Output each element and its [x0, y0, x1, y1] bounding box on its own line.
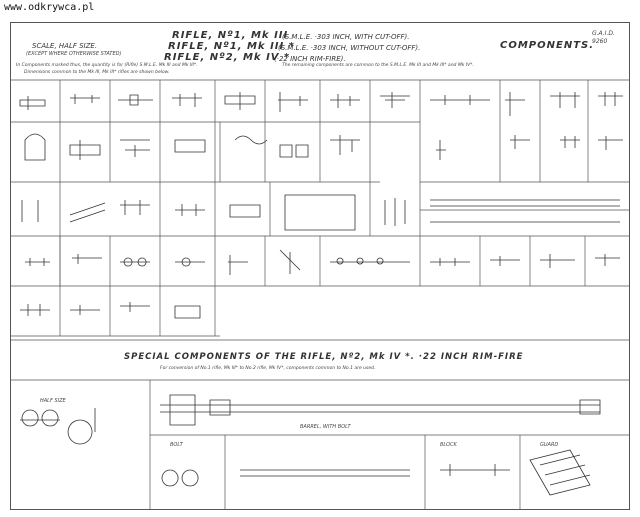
title-line-1: RIFLE, Nº1, Mk III	[172, 30, 289, 41]
spec-line-1: (S.M.L.E. ·303 INCH, WITH CUT-OFF).	[282, 33, 410, 41]
components-label: COMPONENTS.	[500, 40, 595, 51]
title-line-2: RIFLE, Nº1, Mk III *	[168, 41, 295, 52]
special-components-title: SPECIAL COMPONENTS OF THE RIFLE, Nº2, Mk…	[124, 352, 524, 362]
half-size-label: HALF SIZE	[40, 398, 66, 404]
block-label: BLOCK	[440, 442, 457, 448]
guard-label: GUARD	[540, 442, 559, 448]
spec-line-2: (S.M.L.E. ·303 INCH, WITHOUT CUT-OFF).	[278, 44, 421, 52]
note-2: The remaining components are common to t…	[282, 63, 474, 68]
watermark: www.odkrywca.pl	[4, 2, 95, 13]
title-line-3: RIFLE, Nº2, Mk IV *	[164, 52, 291, 63]
barrel-label: BARREL, WITH BOLT	[300, 424, 351, 430]
ref-code-1: G.A.I.D.	[592, 30, 615, 37]
ref-code-2: 9260	[592, 38, 608, 45]
drawing-sheet	[10, 22, 630, 510]
special-components-subtitle: For conversion of No.1 rifle, Mk III* to…	[160, 366, 376, 371]
scale-note: (EXCEPT WHERE OTHERWISE STATED)	[26, 51, 122, 57]
note-3: Dimensions common to the Mk III, Mk III*…	[24, 70, 170, 75]
spec-line-3: (·22 INCH RIM-FIRE).	[274, 55, 346, 63]
note-1: In Components marked thus, the quantity …	[16, 63, 198, 68]
scale-label: SCALE, HALF SIZE.	[32, 42, 98, 50]
bolt-label: BOLT	[170, 442, 183, 448]
